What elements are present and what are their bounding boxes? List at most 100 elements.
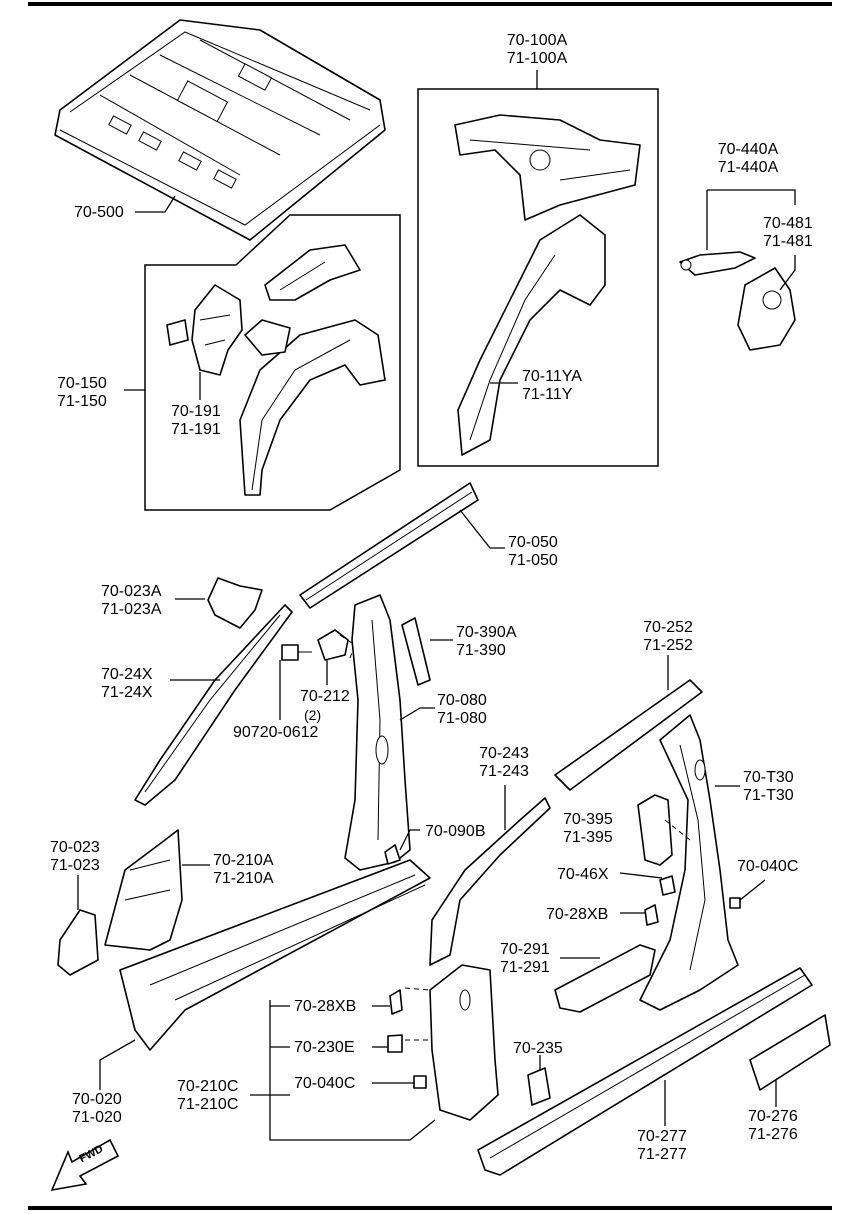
- label-71-395: 71-395: [563, 829, 613, 846]
- label-71-191: 71-191: [171, 421, 221, 438]
- label-70-020: 70-020: [72, 1091, 122, 1108]
- label-71-050: 71-050: [508, 552, 558, 569]
- label-70-243: 70-243: [479, 745, 529, 762]
- label-71-24X: 71-24X: [101, 684, 153, 701]
- group-box-70-100A: [417, 88, 659, 467]
- bracket-70-023-part: [57, 909, 99, 976]
- label-71-291: 71-291: [500, 959, 550, 976]
- label-70-090B: 70-090B: [425, 823, 486, 840]
- bracket-70-235-part: [527, 1067, 551, 1106]
- reinforcement-70-390A-part: [401, 617, 431, 686]
- label-70-040C-right: 70-040C: [737, 858, 799, 875]
- label-70-050: 70-050: [508, 534, 558, 551]
- clip-70-040C-right-part: [729, 897, 741, 909]
- rear-package-tray-part: [54, 19, 386, 241]
- leader-70-481: [779, 255, 796, 291]
- small-bracket-part: [166, 319, 189, 346]
- bracket-line-70-210C: [269, 1000, 436, 1141]
- label-70-252: 70-252: [643, 619, 693, 636]
- pillar-70-243-part: [429, 797, 551, 966]
- label-70-28XB-right: 70-28XB: [546, 906, 609, 923]
- reinforcement-70-395-part: [637, 794, 673, 866]
- label-70-28XB-left: 70-28XB: [294, 998, 357, 1015]
- leader-70-46X: [619, 872, 663, 879]
- label-70-390A: 70-390A: [456, 624, 517, 641]
- label-71-481: 71-481: [763, 233, 813, 250]
- label-70-230E: 70-230E: [294, 1039, 355, 1056]
- b-pillar-outer-part: [639, 714, 739, 1011]
- label-71-100A: 71-100A: [506, 50, 568, 67]
- label-71-150: 71-150: [57, 393, 107, 410]
- label-71-11Y: 71-11Y: [522, 386, 573, 403]
- label-71-080: 71-080: [437, 710, 487, 727]
- label-70-210A: 70-210A: [213, 852, 274, 869]
- label-70-11YA: 70-11YA: [522, 368, 582, 385]
- b-pillar-inner-part: [344, 594, 411, 871]
- label-70-T30: 70-T30: [743, 769, 794, 786]
- label-70-291: 70-291: [500, 941, 550, 958]
- label-70-277: 70-277: [637, 1128, 687, 1145]
- label-71-023: 71-023: [50, 857, 100, 874]
- label-71-210C: 71-210C: [177, 1096, 239, 1113]
- fwd-arrow-icon: [50, 1138, 120, 1192]
- label-90720-0612: 90720-0612: [233, 724, 319, 741]
- bracket-70-28XB-right-part: [644, 904, 659, 926]
- label-70-150: 70-150: [57, 375, 107, 392]
- label-70-395: 70-395: [563, 811, 613, 828]
- leader-70-040C-right: [739, 879, 766, 901]
- label-70-481: 70-481: [763, 215, 813, 232]
- bracket-70-212-part: [317, 629, 356, 661]
- bracket-70-023A-part: [207, 577, 263, 629]
- label-70-24X: 70-24X: [101, 666, 153, 683]
- mid-bracket-part: [244, 319, 291, 356]
- label-70-46X: 70-46X: [557, 866, 609, 883]
- side-sill-70-020-part: [119, 859, 431, 1051]
- label-71-023A: 71-023A: [101, 601, 162, 618]
- leader-70-080: [399, 707, 435, 721]
- label-70-023: 70-023: [50, 839, 100, 856]
- roof-rail-part: [299, 482, 479, 609]
- panel-70-276-part: [749, 1014, 831, 1091]
- bracket-70-090B-part: [384, 844, 401, 865]
- panel-70-210C-part: [404, 964, 499, 1121]
- label-70-023A: 70-023A: [101, 583, 162, 600]
- label-71-243: 71-243: [479, 763, 529, 780]
- label-71-020: 71-020: [72, 1109, 122, 1126]
- label-70-040C-left: 70-040C: [294, 1075, 356, 1092]
- label-71-T30: 71-T30: [743, 787, 794, 804]
- small-part-040C-left: [413, 1075, 427, 1089]
- label-70-100A: 70-100A: [506, 32, 568, 49]
- label-71-440A: 71-440A: [717, 159, 779, 176]
- small-part-230E: [387, 1034, 403, 1053]
- label-71-276: 71-276: [748, 1126, 798, 1143]
- member-70-291-part: [554, 944, 656, 1013]
- leader-70-440A-b: [707, 189, 796, 205]
- upper-bracket-part: [264, 244, 361, 301]
- label-71-277: 71-277: [637, 1146, 687, 1163]
- label-70-500: 70-500: [74, 204, 124, 221]
- rail-70-252-part: [554, 679, 703, 791]
- front-pillar-70-24X-part: [134, 604, 293, 806]
- wheelhouse-inner-part: [239, 319, 386, 496]
- bracket-70-191-part: [191, 284, 243, 376]
- label-70-235: 70-235: [513, 1040, 563, 1057]
- label-71-210A: 71-210A: [213, 870, 274, 887]
- bolt-90720-0612-part: [281, 644, 312, 661]
- label-70-212: 70-212: [300, 688, 350, 705]
- small-part-28XB-left: [389, 989, 403, 1015]
- leader-70-020: [99, 1039, 136, 1090]
- label-71-252: 71-252: [643, 637, 693, 654]
- leader-70-500: [135, 195, 176, 213]
- label-70-276: 70-276: [748, 1108, 798, 1125]
- quarter-panel-inner-part: [457, 214, 606, 456]
- extension-70-481-part: [737, 267, 796, 351]
- gusset-70-440A-part: [679, 251, 756, 276]
- panel-70-210A-part: [104, 829, 183, 951]
- label-qty-2: (2): [304, 707, 322, 723]
- side-sill-outer-70-277-part: [477, 967, 813, 1176]
- label-70-080: 70-080: [437, 692, 487, 709]
- label-71-390: 71-390: [456, 642, 506, 659]
- leader-70-090B: [399, 829, 420, 851]
- bracket-70-46X-part: [659, 875, 676, 896]
